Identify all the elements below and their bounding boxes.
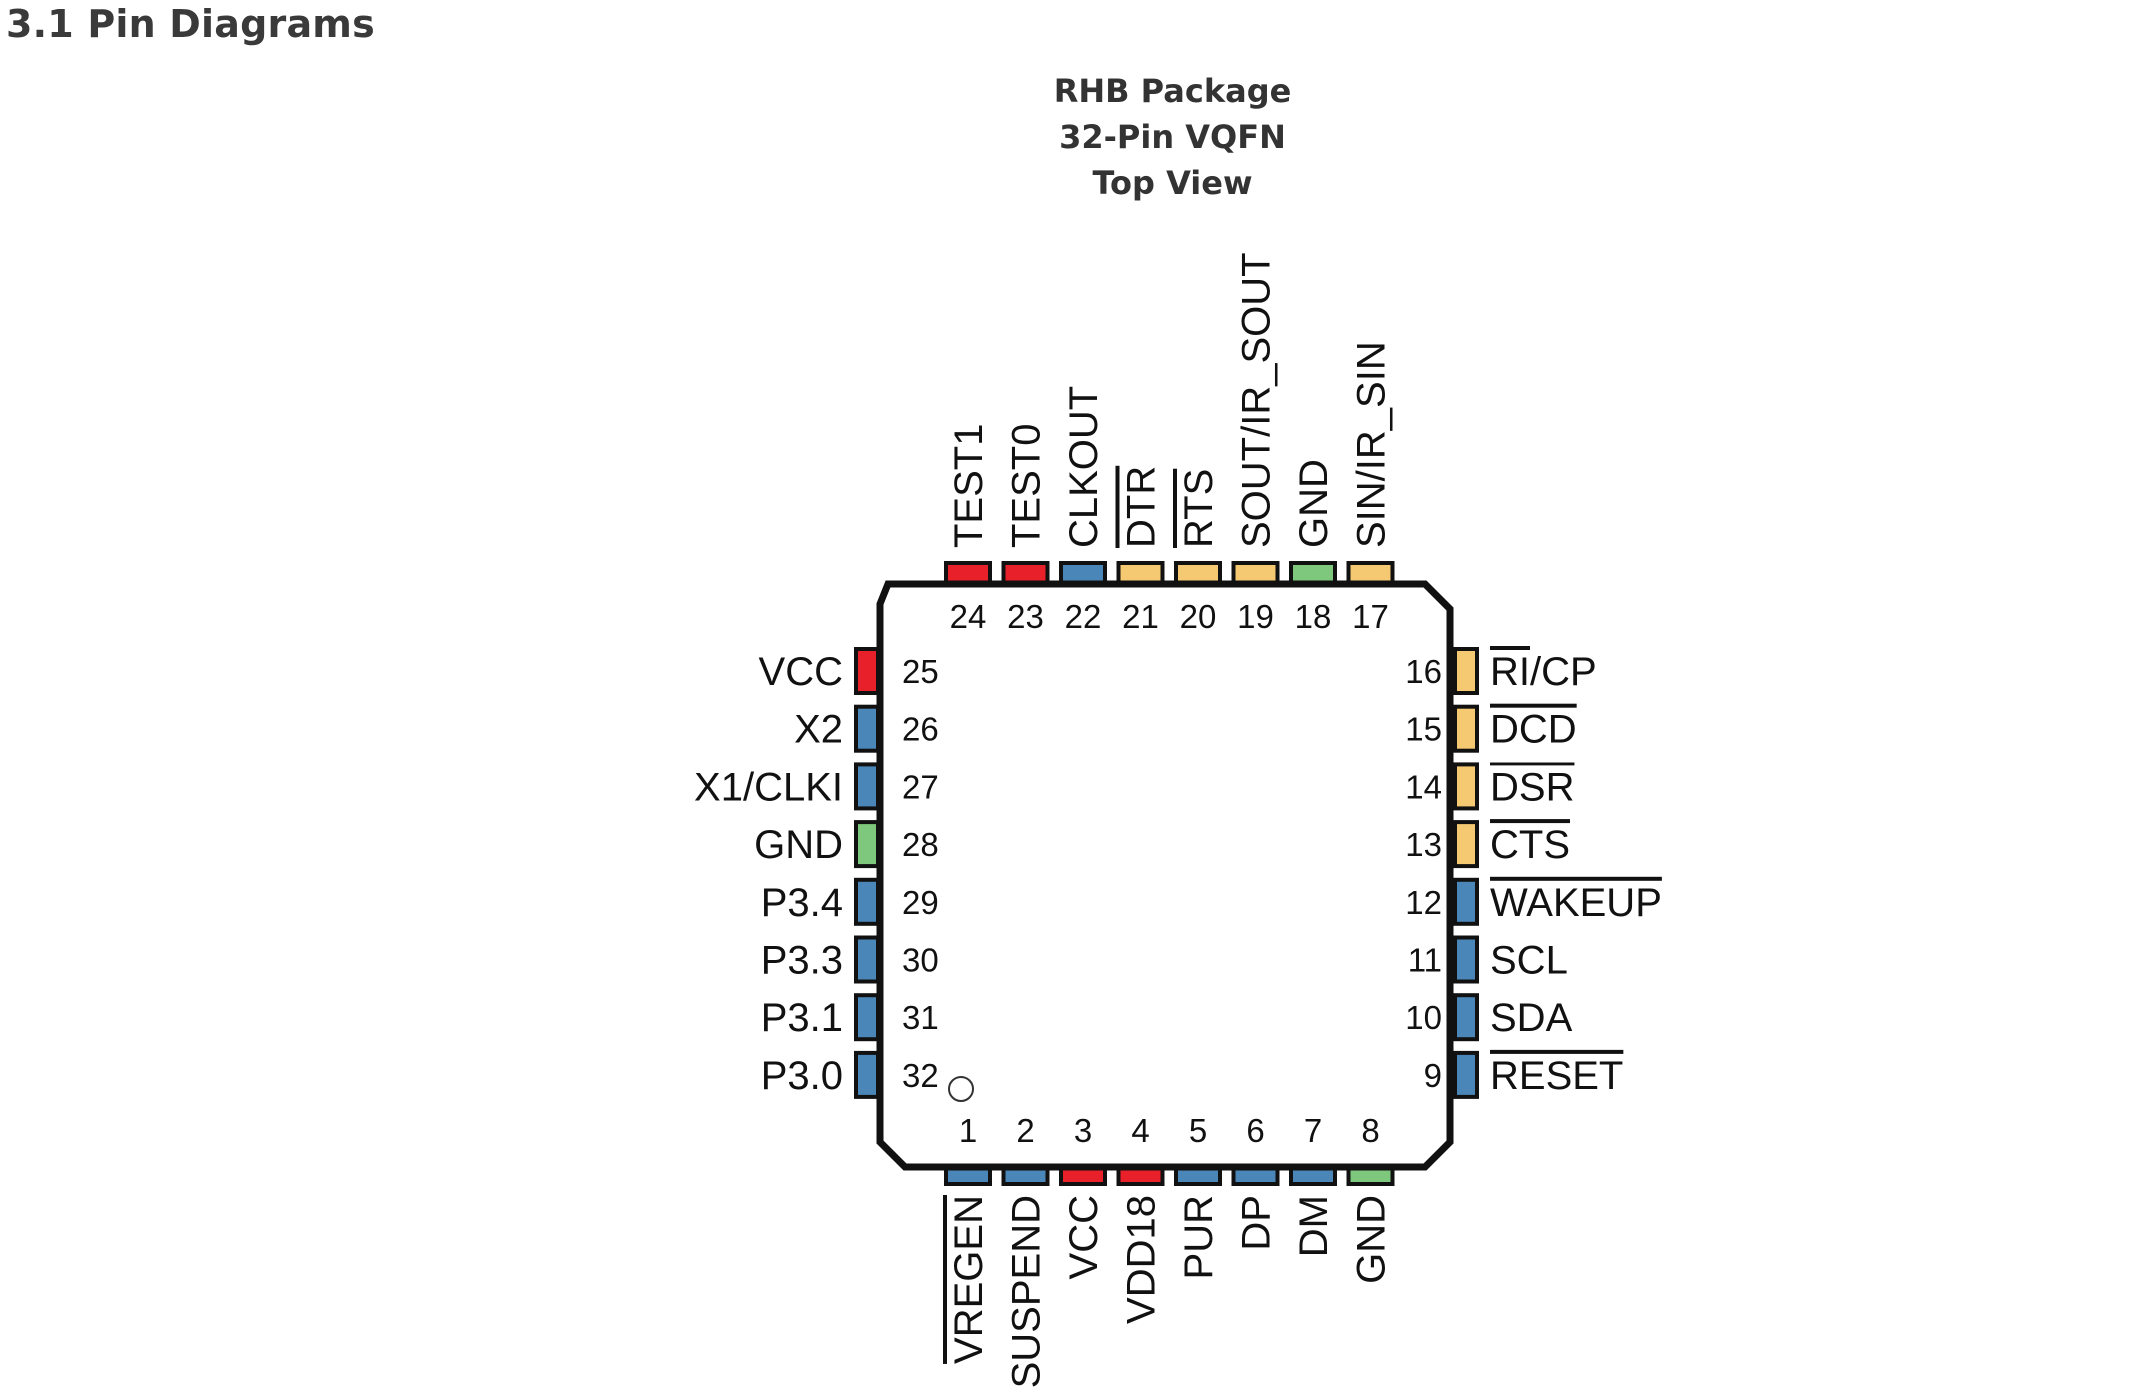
pin-11-number: 11 bbox=[1408, 942, 1442, 979]
pin-25-pad bbox=[854, 647, 880, 695]
pin-12-pad bbox=[1453, 877, 1479, 926]
pin-6-label: DP bbox=[1235, 1195, 1279, 1251]
pin-17-label: SIN/IR_SIN bbox=[1350, 341, 1394, 548]
pin-14-pad bbox=[1453, 762, 1479, 811]
pin-9-pad bbox=[1453, 1050, 1479, 1099]
pin-25-number: 25 bbox=[902, 653, 939, 690]
section-title: 3.1 Pin Diagrams bbox=[6, 2, 375, 46]
pin-8-label: GND bbox=[1350, 1195, 1394, 1284]
pin-20-number: 20 bbox=[1180, 598, 1217, 635]
pin-20-label: RTS bbox=[1177, 469, 1221, 548]
pin-21-label: DTR bbox=[1120, 466, 1164, 548]
pin-11-pad bbox=[1453, 935, 1479, 984]
pin-27-label: X1/CLKI bbox=[694, 765, 843, 809]
pin-32-number: 32 bbox=[902, 1057, 939, 1094]
pin-23-number: 23 bbox=[1007, 598, 1044, 635]
pin-16-number: 16 bbox=[1405, 653, 1442, 690]
pin-27-number: 27 bbox=[902, 768, 939, 805]
pin-29-number: 29 bbox=[902, 884, 939, 921]
pin-23-label: TEST0 bbox=[1005, 424, 1049, 548]
pin-26-label: X2 bbox=[794, 708, 843, 752]
pin-30-number: 30 bbox=[902, 942, 939, 979]
pin-28-pad bbox=[854, 820, 880, 869]
pin-2-number: 2 bbox=[1016, 1112, 1034, 1149]
pin-9-label: RESET bbox=[1490, 1054, 1623, 1098]
pin-14-label: DSR bbox=[1490, 765, 1574, 809]
pin-2-label: SUSPEND bbox=[1005, 1195, 1049, 1388]
pin-27-pad bbox=[854, 762, 880, 811]
pin-29-pad bbox=[854, 877, 880, 926]
pin-10-label: SDA bbox=[1490, 996, 1573, 1040]
pin-18-label: GND bbox=[1292, 459, 1336, 548]
pin-6-number: 6 bbox=[1246, 1112, 1264, 1149]
pin-28-number: 28 bbox=[902, 826, 939, 863]
pin-10-pad bbox=[1453, 993, 1479, 1042]
pin-22-number: 22 bbox=[1065, 598, 1102, 635]
pin-19-label: SOUT/IR_SOUT bbox=[1235, 252, 1279, 548]
pin-7-label: DM bbox=[1292, 1195, 1336, 1257]
pin-19-number: 19 bbox=[1237, 598, 1274, 635]
pin-32-label: P3.0 bbox=[761, 1054, 843, 1098]
pin-10-number: 10 bbox=[1405, 999, 1442, 1036]
pin-28-label: GND bbox=[754, 823, 843, 867]
pin-31-number: 31 bbox=[902, 999, 939, 1036]
pin-25-label: VCC bbox=[759, 650, 843, 694]
pin-22-label: CLKOUT bbox=[1062, 386, 1106, 548]
pin-21-number: 21 bbox=[1122, 598, 1159, 635]
pin-13-label: CTS bbox=[1490, 823, 1570, 867]
pin-5-label: PUR bbox=[1177, 1195, 1221, 1279]
pin-13-number: 13 bbox=[1405, 826, 1442, 863]
pin-12-label: WAKEUP bbox=[1490, 881, 1662, 925]
pin-17-number: 17 bbox=[1352, 598, 1389, 635]
pin-18-number: 18 bbox=[1295, 598, 1332, 635]
package-view: Top View bbox=[1092, 164, 1253, 202]
pin-26-number: 26 bbox=[902, 711, 939, 748]
pin-30-label: P3.3 bbox=[761, 939, 843, 983]
pin-1-label: VREGEN bbox=[947, 1195, 991, 1364]
pin-16-pad bbox=[1453, 647, 1479, 695]
pin-16-label: RI/CP bbox=[1490, 650, 1597, 694]
pin-12-number: 12 bbox=[1405, 884, 1442, 921]
pin-7-number: 7 bbox=[1304, 1112, 1322, 1149]
chip-body bbox=[876, 580, 1454, 1171]
pin-13-pad bbox=[1453, 820, 1479, 869]
pin-4-label: VDD18 bbox=[1120, 1195, 1164, 1324]
pin1-indicator bbox=[948, 1076, 974, 1102]
pin-9-number: 9 bbox=[1424, 1057, 1442, 1094]
pin-8-number: 8 bbox=[1361, 1112, 1379, 1149]
pin-15-label: DCD bbox=[1490, 708, 1577, 752]
pin-3-number: 3 bbox=[1074, 1112, 1092, 1149]
pin-5-number: 5 bbox=[1189, 1112, 1207, 1149]
pin-11-label: SCL bbox=[1490, 939, 1568, 983]
pin-26-pad bbox=[854, 704, 880, 753]
package-type: 32-Pin VQFN bbox=[1059, 118, 1286, 156]
pin-29-label: P3.4 bbox=[761, 881, 843, 925]
pin-31-label: P3.1 bbox=[761, 996, 843, 1040]
pin-32-pad bbox=[854, 1050, 880, 1099]
pin-31-pad bbox=[854, 993, 880, 1042]
pin-1-number: 1 bbox=[959, 1112, 977, 1149]
pin-15-number: 15 bbox=[1405, 711, 1442, 748]
package-name: RHB Package bbox=[1053, 72, 1292, 110]
pin-24-label: TEST1 bbox=[947, 424, 991, 548]
pin-30-pad bbox=[854, 935, 880, 984]
pin-14-number: 14 bbox=[1405, 768, 1442, 805]
pin-4-number: 4 bbox=[1131, 1112, 1149, 1149]
pin-24-number: 24 bbox=[950, 598, 987, 635]
pin-15-pad bbox=[1453, 704, 1479, 753]
pin-3-label: VCC bbox=[1062, 1195, 1106, 1279]
